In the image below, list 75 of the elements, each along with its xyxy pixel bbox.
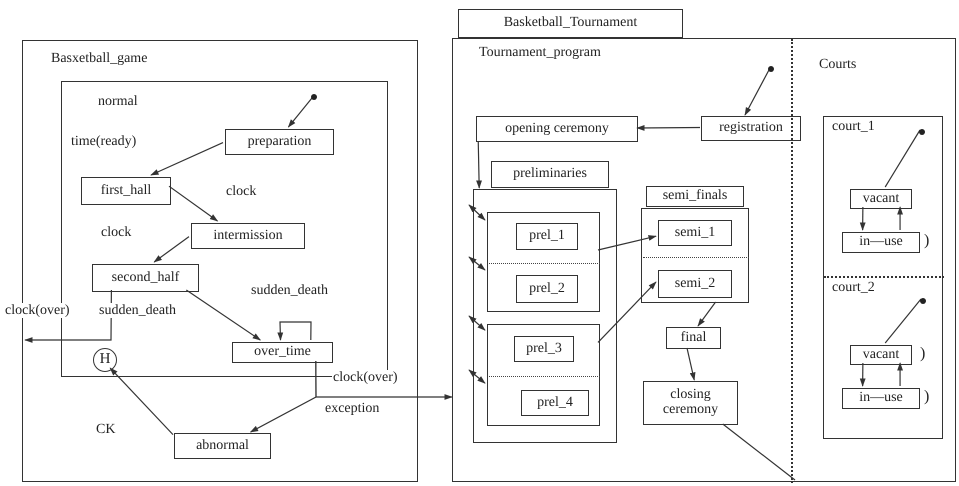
state-box: in—use [842, 232, 920, 253]
transition-arrow [110, 367, 174, 436]
state-name-tab: Basketball_Tournament [458, 9, 683, 38]
transition-arrow [24, 290, 112, 343]
region-box [823, 116, 943, 439]
state-name: Basxetball_game [51, 51, 148, 66]
transition-arrow [150, 142, 224, 176]
state-box: vacant [850, 345, 912, 365]
transition-arrow [744, 68, 771, 116]
transition-arrow [186, 290, 261, 340]
region-box [487, 324, 600, 426]
state-box: abnormal [174, 433, 271, 459]
state-box: prel_2 [516, 275, 578, 303]
state-box: preliminaries [491, 161, 609, 188]
transition-arrow [897, 206, 904, 230]
bracket-mark: ) [924, 388, 930, 406]
state-box: over_time [232, 342, 333, 363]
state-box: registration [701, 116, 801, 141]
transition-label: exception [324, 401, 380, 416]
state-box: closing ceremony [643, 381, 738, 425]
state-name: Tournament_program [479, 45, 601, 60]
transition-arrow [897, 362, 904, 386]
state-box: first_hall [81, 177, 171, 205]
transition-line [884, 298, 922, 344]
transition-arrow [686, 348, 696, 381]
transition-arrow [860, 207, 866, 231]
transition-arrow [598, 281, 657, 343]
transition-arrow [476, 140, 482, 189]
state-box: in—use [842, 388, 920, 409]
transition-arrow [598, 235, 657, 251]
transition-arrow [250, 361, 317, 433]
region-box [641, 208, 749, 303]
region-box [473, 189, 617, 443]
transition-arrow [698, 302, 716, 327]
transition-label: sudden_death [250, 283, 329, 298]
transition-arrow [468, 256, 486, 271]
transition-label: clock(over) [4, 303, 71, 318]
transition-line [884, 130, 921, 188]
transition-arrow [277, 321, 312, 341]
transition-label: sudden_death [98, 303, 177, 318]
history-state: H [93, 348, 117, 372]
transition-arrow [636, 125, 700, 131]
transition-arrow [154, 236, 190, 262]
initial-state-dot [768, 66, 774, 72]
transition-label: time(ready) [70, 134, 138, 150]
transition-arrow [288, 98, 312, 128]
state-name: normal [98, 94, 138, 110]
region-box [487, 212, 600, 312]
state-box: semi_2 [658, 270, 732, 298]
transition-arrow [860, 363, 866, 387]
transition-arrow [168, 186, 218, 222]
state-box: prel_4 [521, 390, 589, 416]
state-name: court_1 [832, 119, 875, 134]
transition-arrow [468, 369, 486, 384]
transition-line [722, 424, 796, 480]
state-name: court_2 [832, 280, 875, 296]
state-box: opening ceremony [476, 116, 638, 142]
initial-state-dot [919, 129, 925, 135]
state-box: final [666, 327, 721, 349]
state-box: semi_finals [646, 186, 744, 207]
state-box: prel_3 [514, 336, 574, 362]
transition-arrow [468, 315, 486, 331]
state-box: semi_1 [658, 220, 732, 246]
state-box: prel_1 [516, 223, 578, 250]
state-box: second_half [92, 264, 199, 292]
initial-state-dot [920, 298, 926, 304]
bracket-mark: ) [924, 232, 930, 250]
initial-state-dot [311, 94, 317, 100]
transition-label: clock(over) [332, 370, 399, 386]
bracket-mark: ) [920, 345, 926, 363]
state-name: Courts [819, 57, 856, 72]
state-box: vacant [850, 189, 912, 209]
transition-arrow [468, 204, 486, 221]
state-box: preparation [225, 129, 334, 155]
state-box: intermission [191, 223, 305, 249]
